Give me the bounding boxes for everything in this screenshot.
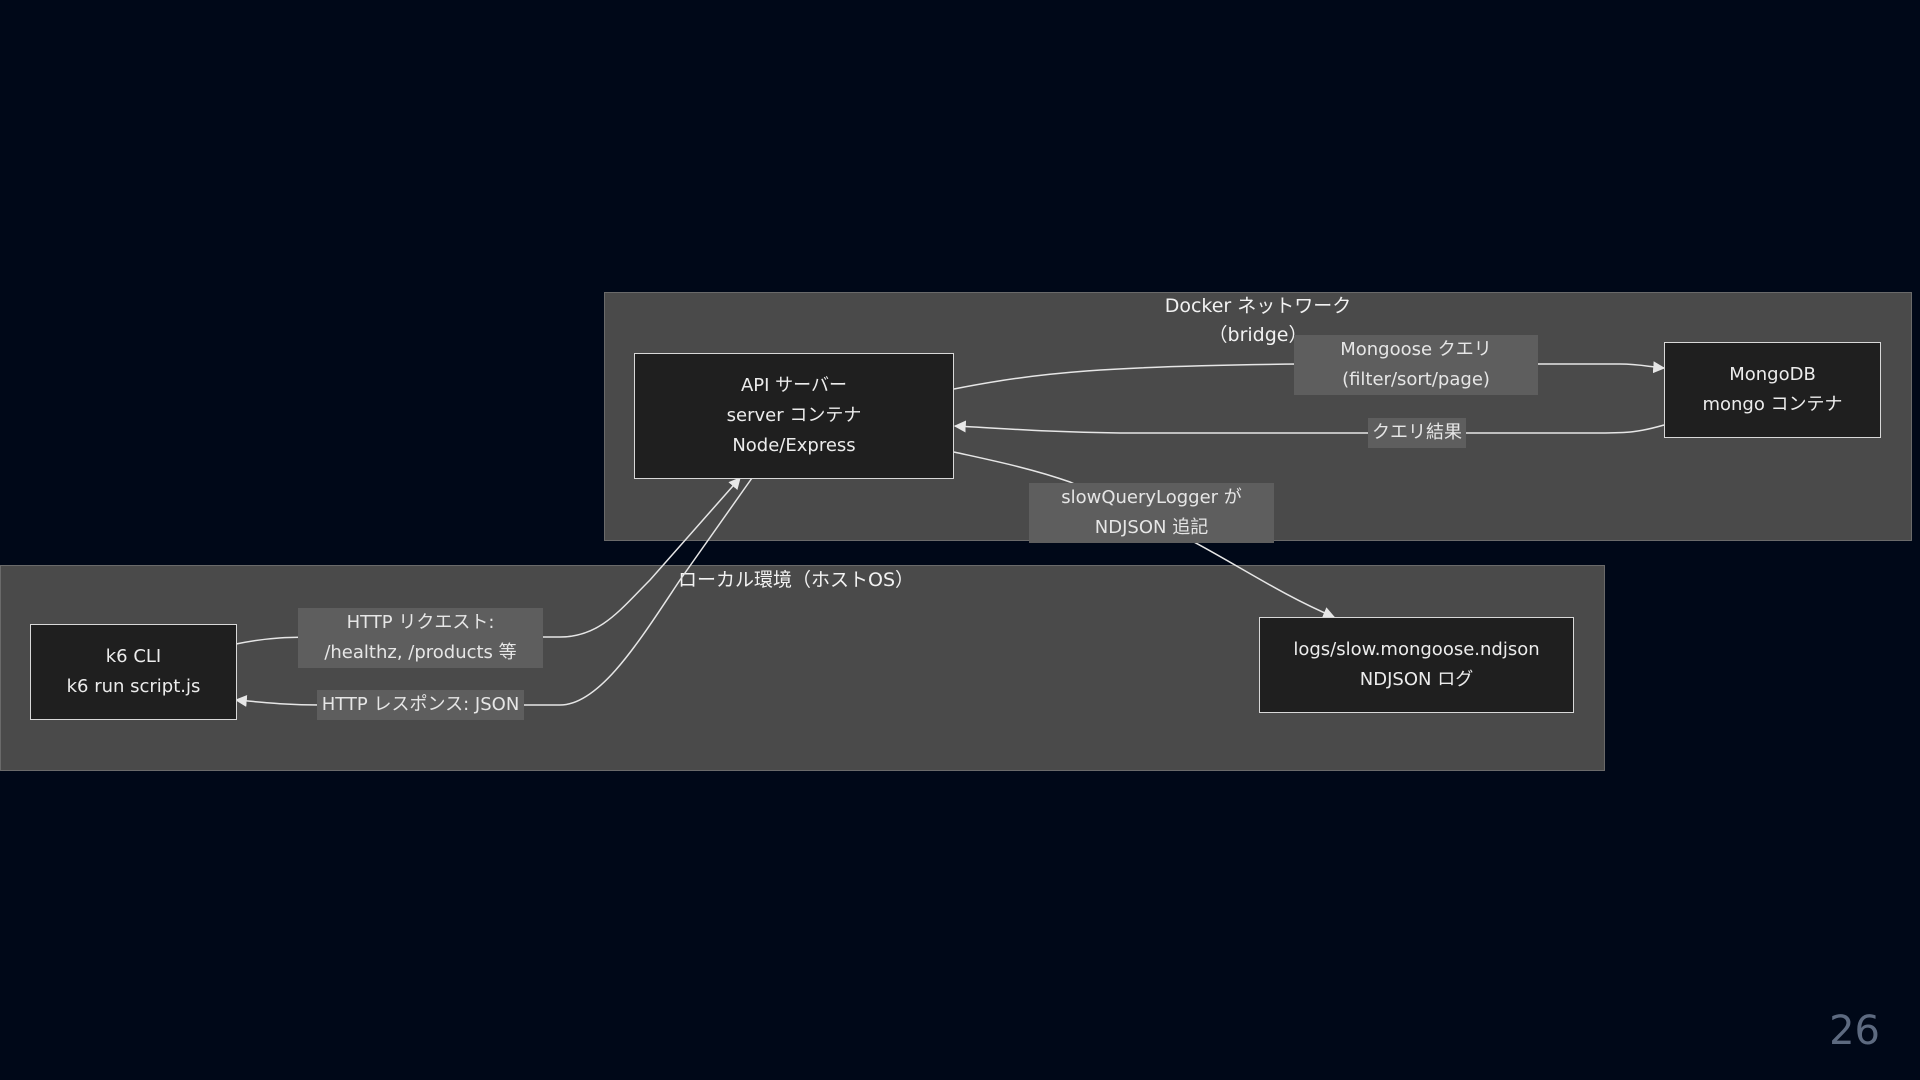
ndjson-log-line1: logs/slow.mongoose.ndjson xyxy=(1293,639,1540,660)
label-http-request-line2: /healthz, /products 等 xyxy=(324,642,517,663)
label-http-response: HTTP レスポンス: JSON xyxy=(317,690,524,720)
edge-http-request xyxy=(235,477,741,645)
label-query-result: クエリ結果 xyxy=(1368,418,1466,448)
label-slow-logger-line2: NDJSON 追記 xyxy=(1094,517,1209,538)
mongodb-node[interactable]: MongoDB mongo コンテナ xyxy=(1664,342,1881,438)
k6-cli-node[interactable]: k6 CLI k6 run script.js xyxy=(30,624,237,720)
api-server-line3: Node/Express xyxy=(732,435,856,456)
label-query-result-line1: クエリ結果 xyxy=(1372,422,1462,443)
api-server-line1: API サーバー xyxy=(740,375,848,396)
ndjson-log-node[interactable]: logs/slow.mongoose.ndjson NDJSON ログ xyxy=(1259,617,1574,713)
page-number: 26 xyxy=(1829,1008,1880,1054)
api-server-line2: server コンテナ xyxy=(726,405,862,426)
edge-http-response xyxy=(234,477,753,707)
label-slow-logger-line1: slowQueryLogger が xyxy=(1061,487,1242,508)
label-mongoose-query-line2: (filter/sort/page) xyxy=(1342,369,1490,390)
k6-cli-line1: k6 CLI xyxy=(105,646,162,667)
label-http-request: HTTP リクエスト: /healthz, /products 等 xyxy=(298,608,543,668)
label-slow-logger: slowQueryLogger が NDJSON 追記 xyxy=(1029,483,1274,543)
label-mongoose-query: Mongoose クエリ (filter/sort/page) xyxy=(1294,335,1538,395)
k6-cli-line2: k6 run script.js xyxy=(66,676,201,697)
docker-network-title-line1: Docker ネットワーク xyxy=(1164,295,1352,317)
docker-network-title-line2: （bridge） xyxy=(1208,324,1308,346)
label-mongoose-query-line1: Mongoose クエリ xyxy=(1340,339,1492,360)
local-env-title-line: ローカル環境（ホストOS） xyxy=(677,569,915,591)
mongodb-line2: mongo コンテナ xyxy=(1702,394,1843,415)
api-server-node[interactable]: API サーバー server コンテナ Node/Express xyxy=(634,353,954,479)
edge-query-result xyxy=(953,420,1665,434)
local-env-title: ローカル環境（ホストOS） xyxy=(600,566,992,595)
label-http-request-line1: HTTP リクエスト: xyxy=(346,612,495,633)
mongodb-line1: MongoDB xyxy=(1729,364,1816,385)
ndjson-log-line2: NDJSON ログ xyxy=(1359,669,1474,690)
label-http-response-line1: HTTP レスポンス: JSON xyxy=(321,694,520,715)
edge-mongoose-query xyxy=(953,361,1666,390)
docker-network-title: Docker ネットワーク （bridge） xyxy=(1060,292,1456,350)
